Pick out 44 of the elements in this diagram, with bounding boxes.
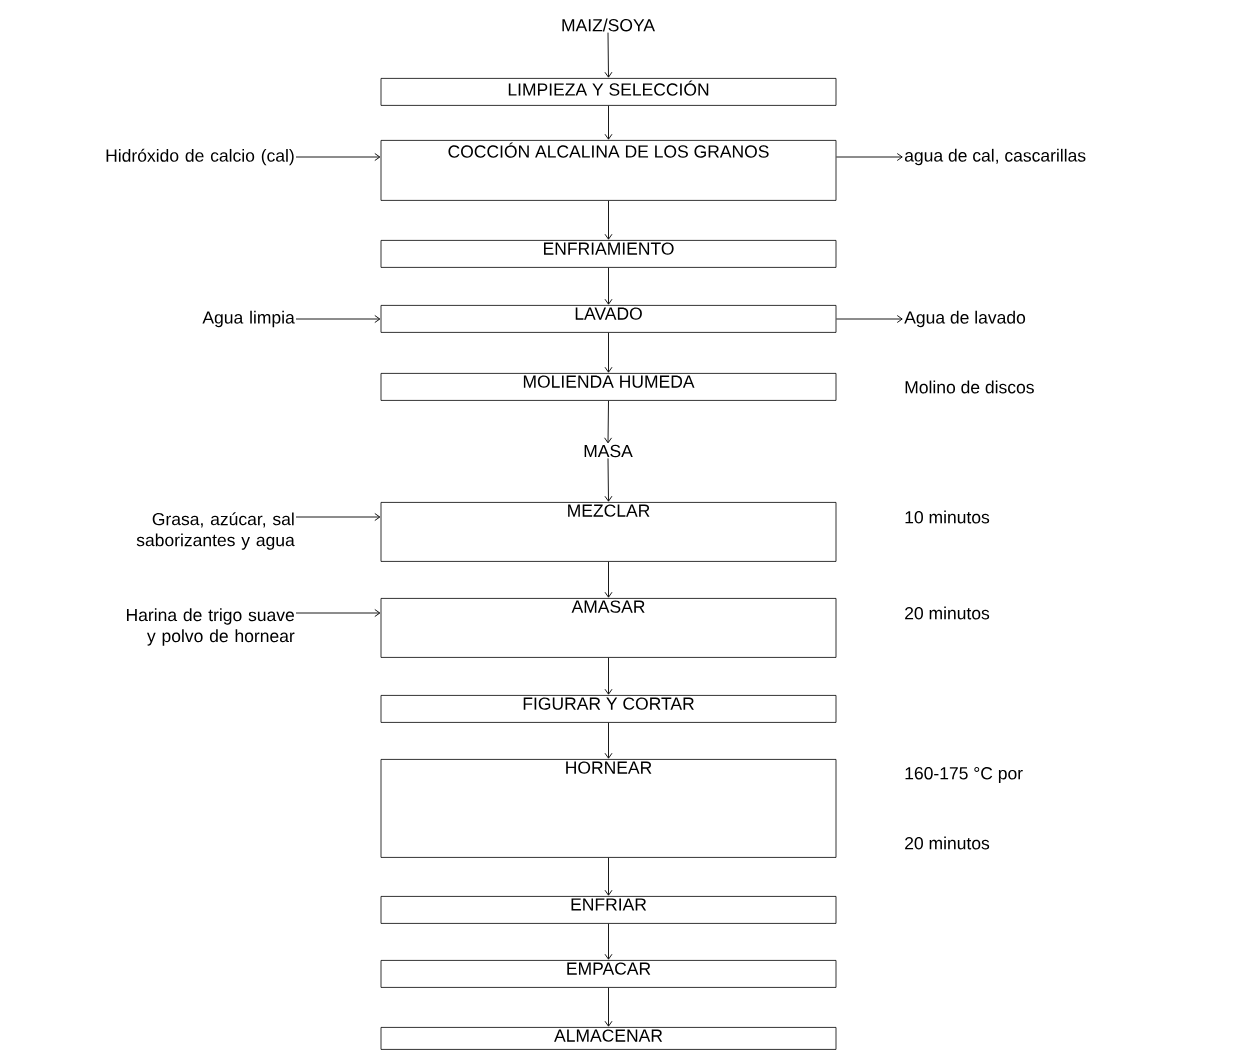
process-box: ALMACENAR bbox=[380, 1027, 837, 1050]
arrow bbox=[295, 153, 381, 161]
process-box: ENFRIAMIENTO bbox=[380, 240, 837, 268]
arrow bbox=[604, 457, 613, 502]
arrow bbox=[295, 513, 381, 521]
process-box: COCCIÓN ALCALINA DE LOS GRANOS bbox=[380, 140, 837, 201]
arrow bbox=[604, 32, 613, 78]
arrow bbox=[604, 332, 613, 373]
arrow bbox=[604, 657, 613, 695]
arrow bbox=[604, 722, 613, 759]
process-box: MEZCLAR bbox=[380, 502, 837, 562]
arrow bbox=[835, 315, 903, 323]
process-box: AMASAR bbox=[380, 598, 837, 658]
flow-text: MAIZ/SOYA bbox=[562, 18, 655, 32]
arrow bbox=[604, 105, 613, 140]
arrow bbox=[604, 400, 613, 444]
beside-text: 20 minutos bbox=[905, 606, 990, 620]
input-text: Grasa, azúcar, sal saborizantes y agua bbox=[136, 512, 295, 550]
input-text: Hidróxido de calcio (cal) bbox=[106, 148, 294, 166]
arrow bbox=[295, 315, 381, 323]
beside-text: 10 minutos bbox=[905, 510, 990, 524]
arrow bbox=[604, 561, 613, 598]
process-box: EMPACAR bbox=[380, 960, 837, 988]
process-box: FIGURAR Y CORTAR bbox=[380, 695, 837, 723]
input-text: Harina de trigo suave y polvo de hornear bbox=[127, 608, 295, 646]
arrow bbox=[604, 857, 613, 896]
beside-text: Molino de discos bbox=[905, 380, 1034, 394]
process-box: LIMPIEZA Y SELECCIÓN bbox=[380, 78, 837, 106]
arrow bbox=[835, 153, 903, 161]
process-box: HORNEAR bbox=[380, 759, 837, 858]
beside-text: 20 minutos bbox=[905, 836, 990, 850]
arrow bbox=[604, 267, 613, 305]
flow-text: MASA bbox=[584, 444, 633, 458]
arrow bbox=[295, 609, 381, 617]
input-text: Agua limpia bbox=[202, 310, 295, 328]
process-box: ENFRIAR bbox=[380, 896, 837, 924]
arrow bbox=[604, 200, 613, 240]
arrow bbox=[604, 923, 613, 960]
process-box: LAVADO bbox=[380, 305, 837, 333]
beside-text: 160-175 °C por bbox=[905, 767, 1023, 783]
output-text: agua de cal, cascarillas bbox=[904, 148, 1086, 166]
output-text: Agua de lavado bbox=[904, 310, 1026, 328]
arrow bbox=[604, 987, 613, 1027]
process-box: MOLIENDA HUMEDA bbox=[380, 373, 837, 401]
